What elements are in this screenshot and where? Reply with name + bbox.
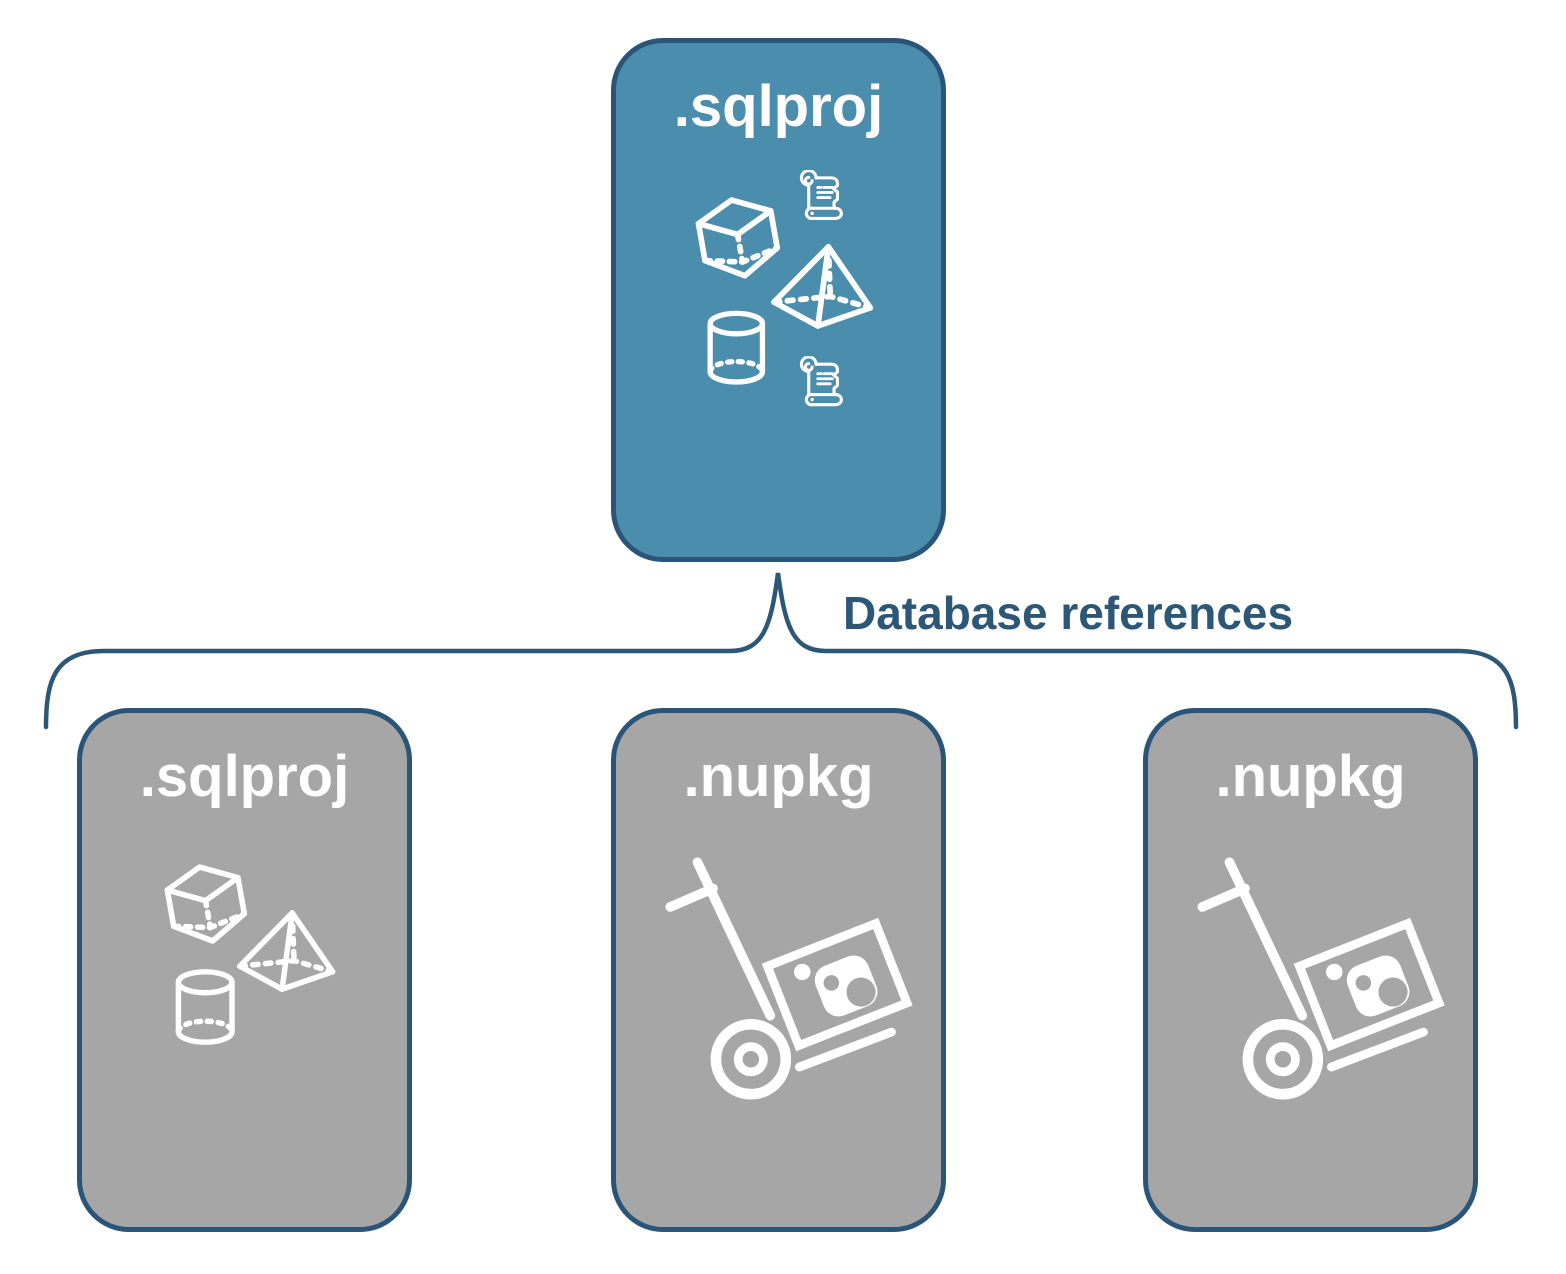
script-scroll-icon: [799, 356, 843, 407]
pyramid-icon: [240, 913, 333, 989]
cube-icon: [164, 861, 248, 947]
script-scroll-icon: [799, 170, 843, 220]
hand-truck-package-icon: [670, 862, 907, 1094]
child-sqlproj-box: .sqlproj: [77, 708, 412, 1232]
brace-connector: [43, 572, 1519, 730]
cylinder-icon: [178, 972, 232, 1042]
connector-label: Database references: [843, 587, 1294, 639]
pyramid-icon: [774, 247, 870, 326]
cylinder-icon: [710, 313, 762, 382]
parent-box-title: .sqlproj: [673, 74, 884, 139]
child-box-title: .nupkg: [683, 744, 874, 809]
child-nupkg-box: .nupkg: [611, 708, 946, 1232]
parent-sqlproj-box: .sqlproj: [611, 38, 946, 562]
child-box-title: .nupkg: [1215, 744, 1406, 809]
hand-truck-package-icon: [1202, 862, 1439, 1094]
child-nupkg-box: .nupkg: [1143, 708, 1478, 1232]
cube-icon: [695, 194, 781, 282]
child-box-title: .sqlproj: [139, 744, 350, 809]
